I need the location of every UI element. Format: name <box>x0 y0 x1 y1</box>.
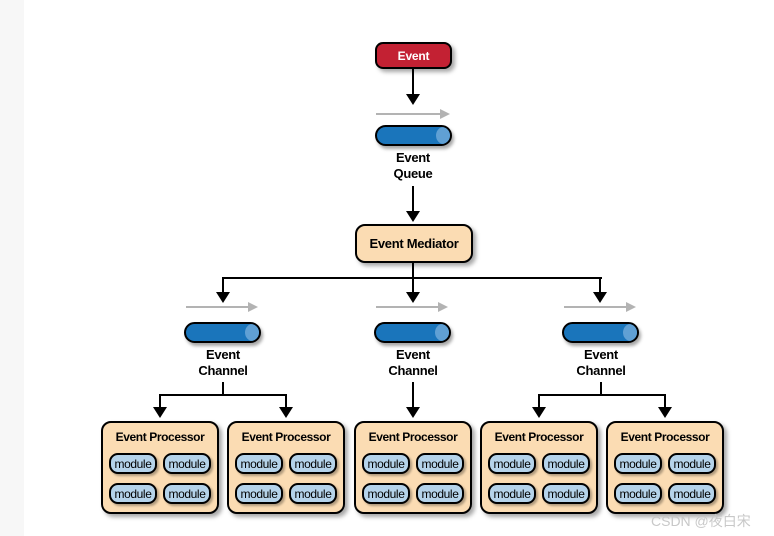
module-pill: module <box>542 453 590 474</box>
module-pill: module <box>235 453 283 474</box>
module-pill: module <box>109 483 157 504</box>
connector-branch-right <box>599 277 601 293</box>
module-grid: module module module module <box>614 453 716 504</box>
connector-to-processor-3 <box>412 382 414 408</box>
event-processor-title: Event Processor <box>115 430 205 444</box>
module-pill: module <box>614 453 662 474</box>
arrowhead-down-icon <box>153 407 167 418</box>
connector-branch-mid <box>412 277 414 293</box>
connector-to-processor-1 <box>159 394 161 408</box>
gray-flow-arrow <box>186 306 248 308</box>
connector-to-processor-4 <box>538 394 540 408</box>
gray-flow-arrow <box>564 306 626 308</box>
event-channel-label-line2: Channel <box>198 363 248 378</box>
connector-queue-to-mediator <box>412 186 414 212</box>
event-channel-label-left: Event Channel <box>183 347 263 379</box>
module-pill: module <box>668 483 716 504</box>
module-pill: module <box>362 453 410 474</box>
event-queue-label: Event Queue <box>373 150 453 182</box>
event-processor-card: Event Processor module module module mod… <box>354 421 472 514</box>
arrowhead-down-icon <box>532 407 546 418</box>
module-grid: module module module module <box>362 453 464 504</box>
gray-flow-arrowhead-icon <box>440 109 450 119</box>
event-processor-card: Event Processor module module module mod… <box>480 421 598 514</box>
event-processor-card: Event Processor module module module mod… <box>227 421 345 514</box>
connector-to-processor-2 <box>285 394 287 408</box>
arrowhead-down-icon <box>406 292 420 303</box>
module-pill: module <box>289 453 337 474</box>
event-processor-card: Event Processor module module module mod… <box>101 421 219 514</box>
gray-flow-arrow <box>376 306 438 308</box>
gray-flow-arrowhead-icon <box>438 302 448 312</box>
module-grid: module module module module <box>109 453 211 504</box>
event-processor-card: Event Processor module module module mod… <box>606 421 724 514</box>
event-processor-title: Event Processor <box>494 430 584 444</box>
module-grid: module module module module <box>488 453 590 504</box>
connector-channel-right-stub <box>600 382 602 395</box>
event-channel-pill-left <box>184 322 261 343</box>
arrowhead-down-icon <box>406 211 420 222</box>
event-channel-label-line1: Event <box>584 347 618 362</box>
arrowhead-down-icon <box>406 94 420 105</box>
module-pill: module <box>362 483 410 504</box>
module-pill: module <box>668 453 716 474</box>
event-channel-pill-mid <box>374 322 451 343</box>
event-channel-label-line2: Channel <box>576 363 626 378</box>
event-queue-label-line1: Event <box>396 150 430 165</box>
module-grid: module module module module <box>235 453 337 504</box>
arrowhead-down-icon <box>406 407 420 418</box>
event-mediator-node: Event Mediator <box>355 224 473 263</box>
module-pill: module <box>542 483 590 504</box>
connector-channel-left-branch <box>159 394 287 396</box>
arrowhead-down-icon <box>279 407 293 418</box>
module-pill: module <box>163 483 211 504</box>
module-pill: module <box>416 483 464 504</box>
arrowhead-down-icon <box>593 292 607 303</box>
csdn-watermark: CSDN @夜白宋 <box>651 513 751 529</box>
event-processor-title: Event Processor <box>241 430 331 444</box>
module-pill: module <box>488 483 536 504</box>
module-pill: module <box>109 453 157 474</box>
event-channel-label-line2: Channel <box>388 363 438 378</box>
connector-mediator-stub <box>412 263 414 278</box>
event-queue-label-line2: Queue <box>393 166 433 181</box>
module-pill: module <box>235 483 283 504</box>
arrowhead-down-icon <box>216 292 230 303</box>
module-pill: module <box>416 453 464 474</box>
connector-channel-left-stub <box>222 382 224 395</box>
module-pill: module <box>614 483 662 504</box>
gray-flow-arrowhead-icon <box>248 302 258 312</box>
module-pill: module <box>163 453 211 474</box>
connector-to-processor-5 <box>664 394 666 408</box>
event-channel-pill-right <box>562 322 639 343</box>
event-node-label: Event <box>397 48 430 63</box>
module-pill: module <box>289 483 337 504</box>
event-processor-title: Event Processor <box>620 430 710 444</box>
event-channel-label-mid: Event Channel <box>373 347 453 379</box>
connector-channel-right-branch <box>538 394 666 396</box>
module-pill: module <box>488 453 536 474</box>
arrowhead-down-icon <box>658 407 672 418</box>
event-node: Event <box>375 42 452 69</box>
event-channel-label-line1: Event <box>206 347 240 362</box>
page-margin-strip <box>0 0 24 536</box>
event-channel-label-line1: Event <box>396 347 430 362</box>
event-processor-title: Event Processor <box>368 430 458 444</box>
connector-branch-left <box>222 277 224 293</box>
connector-event-to-queue <box>412 69 414 95</box>
gray-flow-arrowhead-icon <box>626 302 636 312</box>
event-channel-label-right: Event Channel <box>561 347 641 379</box>
gray-flow-arrow <box>376 113 440 115</box>
event-mediator-label: Event Mediator <box>369 236 459 251</box>
event-queue-pill <box>375 125 452 146</box>
